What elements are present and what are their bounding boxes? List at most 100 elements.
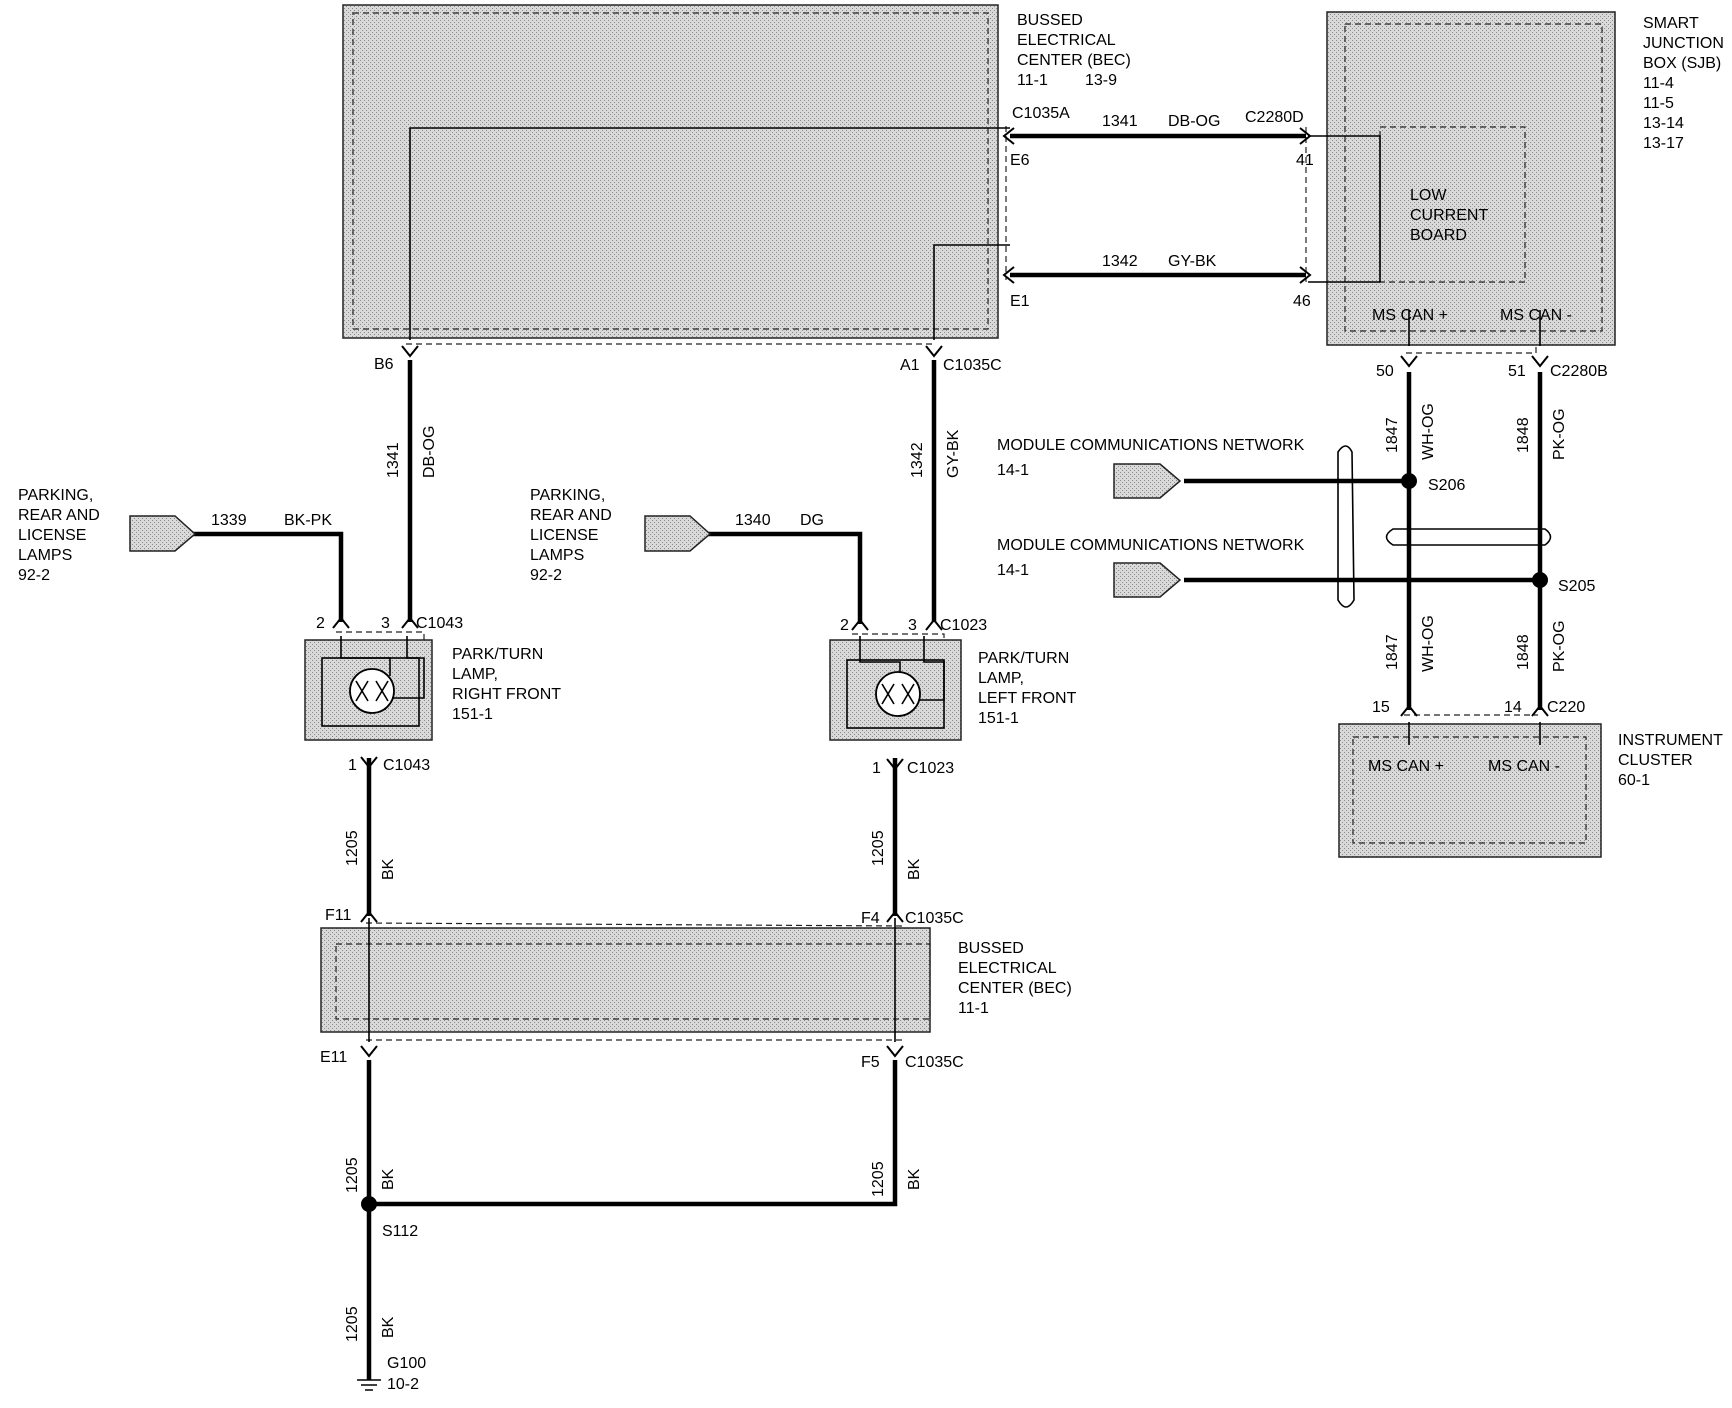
- label-low-current-board: LOW CURRENT BOARD: [1410, 187, 1488, 244]
- svg-text:1342: 1342: [1102, 253, 1138, 270]
- svg-text:F5: F5: [861, 1054, 880, 1071]
- svg-text:1847: 1847: [1384, 417, 1401, 453]
- svg-text:ELECTRICAL: ELECTRICAL: [958, 960, 1057, 977]
- svg-text:BUSSED: BUSSED: [958, 940, 1024, 957]
- p50-symbol: [1400, 355, 1418, 368]
- label-sjb-ms-can-minus: MS CAN -: [1500, 307, 1572, 324]
- svg-text:C1043: C1043: [416, 615, 463, 632]
- svg-text:S205: S205: [1558, 578, 1595, 595]
- svg-text:1339: 1339: [211, 512, 247, 529]
- svg-text:CLUSTER: CLUSTER: [1618, 752, 1693, 769]
- svg-text:14-1: 14-1: [997, 562, 1029, 579]
- svg-text:2: 2: [316, 615, 325, 632]
- svg-text:1205: 1205: [344, 1306, 361, 1342]
- svg-text:C1035A: C1035A: [1012, 105, 1070, 122]
- wire-1339: [190, 531, 344, 622]
- svg-text:60-1: 60-1: [1618, 772, 1650, 789]
- c2280d-46-symbol: [1299, 266, 1312, 284]
- svg-text:11-1: 11-1: [958, 1000, 989, 1017]
- svg-text:1: 1: [872, 760, 881, 777]
- svg-text:BK: BK: [380, 1168, 397, 1190]
- svg-text:GY-BK: GY-BK: [1168, 253, 1217, 270]
- svg-text:1340: 1340: [735, 512, 771, 529]
- ground-g100-icon: [357, 1379, 381, 1391]
- wire-1340: [705, 531, 863, 624]
- splice-s112: [361, 1196, 377, 1212]
- svg-text:15: 15: [1372, 699, 1390, 716]
- svg-text:11-4: 11-4: [1643, 75, 1674, 92]
- svg-text:CENTER (BEC): CENTER (BEC): [958, 980, 1072, 997]
- svg-text:DB-OG: DB-OG: [421, 426, 438, 478]
- label-mcn-2: MODULE COMMUNICATIONS NETWORK 14-1: [997, 537, 1305, 579]
- label-park-turn-left: PARK/TURN LAMP, LEFT FRONT 151-1: [978, 650, 1077, 727]
- label-sjb-ms-can-plus: MS CAN +: [1372, 307, 1448, 324]
- svg-text:S112: S112: [382, 1223, 418, 1240]
- svg-text:1342: 1342: [909, 442, 926, 478]
- r-p3-symbol: [401, 616, 419, 629]
- svg-text:PARKING,: PARKING,: [530, 487, 605, 504]
- f11-symbol: [360, 910, 378, 923]
- svg-text:PARK/TURN: PARK/TURN: [978, 650, 1069, 667]
- svg-text:BOX (SJB): BOX (SJB): [1643, 55, 1721, 72]
- svg-text:BK: BK: [380, 858, 397, 880]
- label-ic-ms-can-minus: MS CAN -: [1488, 758, 1560, 775]
- svg-text:1848: 1848: [1515, 634, 1532, 670]
- svg-text:92-2: 92-2: [530, 567, 562, 584]
- svg-text:A1: A1: [900, 357, 920, 374]
- svg-text:1341: 1341: [1102, 113, 1138, 130]
- svg-text:S206: S206: [1428, 477, 1465, 494]
- svg-text:DG: DG: [800, 512, 824, 529]
- svg-text:DB-OG: DB-OG: [1168, 113, 1220, 130]
- connector-tab-parking-left-icon: [644, 515, 712, 552]
- svg-text:PK-OG: PK-OG: [1551, 620, 1568, 672]
- connector-symbols: [332, 127, 1549, 1058]
- svg-text:3: 3: [381, 615, 390, 632]
- svg-text:C1043: C1043: [383, 757, 430, 774]
- svg-text:JUNCTION: JUNCTION: [1643, 35, 1724, 52]
- svg-text:B6: B6: [374, 356, 394, 373]
- svg-text:151-1: 151-1: [452, 706, 493, 723]
- connector-tab-mcn-1-icon: [1113, 463, 1182, 499]
- a1-symbol: [925, 345, 943, 358]
- c2280d-41-symbol: [1299, 127, 1312, 145]
- c1035a-e6-symbol: [1002, 127, 1015, 145]
- svg-text:BUSSED: BUSSED: [1017, 12, 1083, 29]
- label-park-turn-right: PARK/TURN LAMP, RIGHT FRONT 151-1: [452, 646, 561, 723]
- connector-labels: C1035A E6 E1 C2280D 41 46 B6 A1 C1035C 5…: [316, 105, 1608, 1393]
- bec-bottom-module: [320, 927, 931, 1033]
- c1023-connector-outline: [852, 633, 945, 640]
- l-p3-symbol: [925, 618, 943, 631]
- svg-text:13-17: 13-17: [1643, 135, 1684, 152]
- svg-text:BK: BK: [906, 858, 923, 880]
- c1035a-e1-symbol: [1002, 266, 1015, 284]
- bec-top-module: [342, 4, 999, 339]
- svg-text:GY-BK: GY-BK: [945, 429, 962, 478]
- svg-text:14: 14: [1504, 699, 1522, 716]
- svg-text:C1035C: C1035C: [905, 910, 964, 927]
- svg-text:F4: F4: [861, 910, 880, 927]
- svg-text:BK: BK: [380, 1316, 397, 1338]
- p14-symbol: [1531, 704, 1549, 717]
- svg-text:MODULE COMMUNICATIONS NETWORK: MODULE COMMUNICATIONS NETWORK: [997, 437, 1305, 454]
- e11-symbol: [360, 1045, 378, 1058]
- svg-text:REAR AND: REAR AND: [530, 507, 612, 524]
- splice-s205: [1532, 572, 1548, 588]
- splice-s206: [1401, 473, 1417, 489]
- svg-text:50: 50: [1376, 363, 1394, 380]
- svg-text:LOW: LOW: [1410, 187, 1447, 204]
- svg-text:LAMP,: LAMP,: [978, 670, 1024, 687]
- svg-text:PARK/TURN: PARK/TURN: [452, 646, 543, 663]
- r-p2-symbol: [332, 616, 350, 629]
- svg-text:MODULE COMMUNICATIONS NETWORK: MODULE COMMUNICATIONS NETWORK: [997, 537, 1305, 554]
- svg-text:LEFT FRONT: LEFT FRONT: [978, 690, 1077, 707]
- svg-text:E11: E11: [320, 1049, 347, 1066]
- svg-text:1205: 1205: [344, 1157, 361, 1193]
- svg-text:C220: C220: [1547, 699, 1585, 716]
- sjb-internal-41-46: [1308, 135, 1381, 283]
- label-ic-ms-can-plus: MS CAN +: [1368, 758, 1444, 775]
- svg-text:E6: E6: [1010, 152, 1030, 169]
- svg-text:BK: BK: [906, 1168, 923, 1190]
- label-parking-right: PARKING, REAR AND LICENSE LAMPS 92-2: [18, 487, 100, 584]
- smart-junction-box: [1326, 11, 1616, 346]
